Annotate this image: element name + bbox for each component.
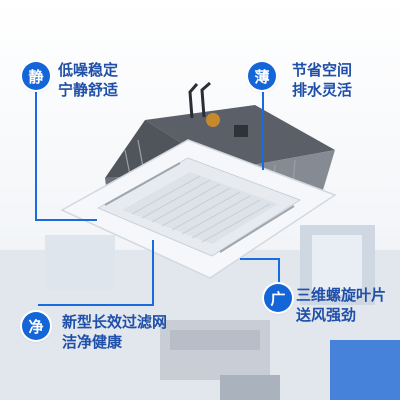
ac-unit bbox=[60, 81, 337, 279]
ac-top bbox=[145, 105, 335, 170]
room-table bbox=[220, 375, 280, 400]
room-window-pane bbox=[312, 235, 362, 295]
callout-line-clean-vertical bbox=[152, 240, 154, 305]
ac-valve bbox=[206, 113, 220, 127]
feature-clean-text: 新型长效过滤网 洁净健康 bbox=[62, 312, 167, 352]
feature-thin-badge: 薄 bbox=[248, 62, 276, 90]
feature-wide-line2: 送风强劲 bbox=[296, 306, 357, 324]
callout-line-clean-horizontal bbox=[38, 304, 154, 306]
callout-line-wide-horizontal bbox=[240, 258, 280, 260]
feature-quiet-line2: 宁静舒适 bbox=[58, 81, 119, 99]
feature-clean-line1: 新型长效过滤网 bbox=[62, 313, 168, 331]
feature-thin-line2: 排水灵活 bbox=[292, 81, 353, 99]
room-shelf bbox=[45, 235, 115, 290]
callout-line-quiet-horizontal bbox=[35, 219, 97, 221]
feature-quiet-badge: 静 bbox=[22, 62, 50, 90]
callout-line-quiet-vertical bbox=[35, 90, 37, 220]
feature-wide-badge: 广 bbox=[264, 284, 292, 312]
callout-line-thin-vertical bbox=[262, 92, 264, 170]
callout-line-wide-vertical bbox=[278, 258, 280, 288]
feature-thin-line1: 节省空间 bbox=[292, 61, 353, 79]
feature-wide-text: 三维螺旋叶片 送风强劲 bbox=[296, 285, 386, 325]
feature-quiet-text: 低噪稳定 宁静舒适 bbox=[58, 60, 118, 100]
ac-grille bbox=[122, 172, 278, 244]
feature-wide-line1: 三维螺旋叶片 bbox=[296, 286, 387, 304]
room-sofa-back bbox=[170, 330, 260, 350]
feature-clean-badge: 净 bbox=[22, 312, 50, 340]
room-blue-object bbox=[330, 340, 400, 400]
feature-clean-line2: 洁净健康 bbox=[62, 333, 123, 351]
feature-quiet-line1: 低噪稳定 bbox=[58, 61, 119, 79]
feature-thin-text: 节省空间 排水灵活 bbox=[292, 60, 352, 100]
